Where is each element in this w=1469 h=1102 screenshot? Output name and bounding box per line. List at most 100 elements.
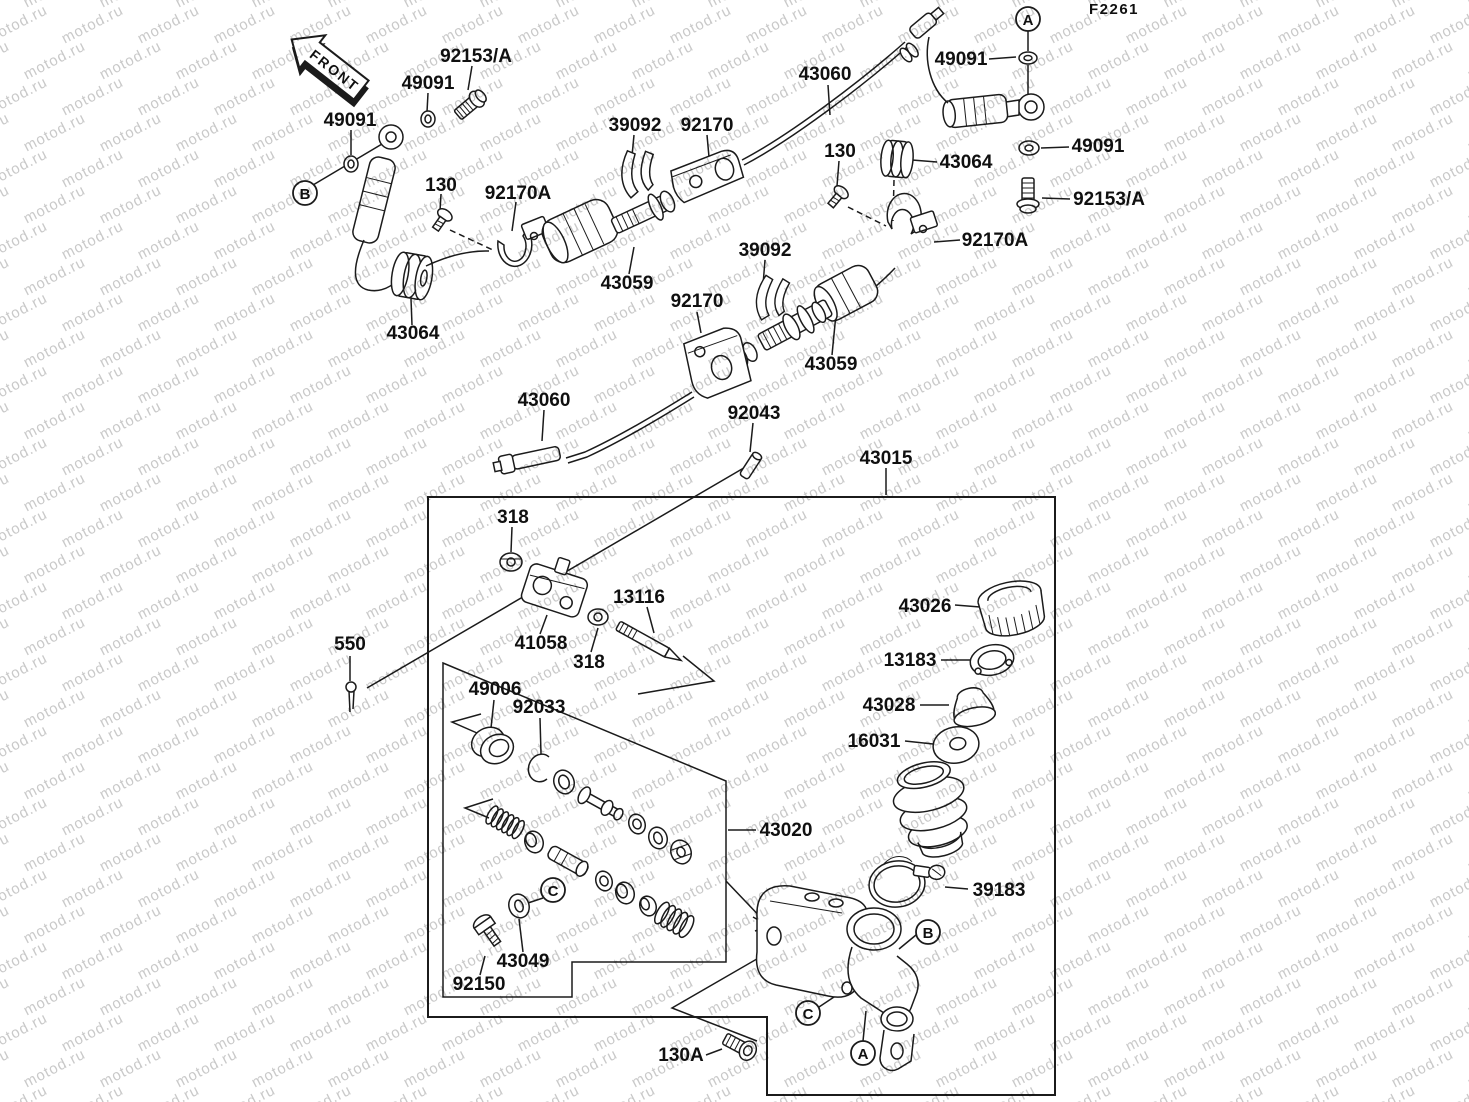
cotter-pin-550 [345, 681, 357, 713]
part-label-130-2: 130 [824, 141, 856, 162]
clamp-92170A-right [886, 192, 938, 235]
part-label-49091-3: 49091 [935, 49, 988, 70]
kit-valve-rod [577, 786, 624, 821]
part-label-43028: 43028 [863, 695, 916, 716]
nut-318-lower [587, 608, 609, 626]
part-label-43060-1: 43060 [799, 64, 852, 85]
washer-49091-upper-2 [420, 110, 436, 128]
part-label-92170A-1: 92170A [485, 183, 552, 204]
kit-washer-2 [594, 870, 614, 892]
cable-boot-upper-left [352, 156, 396, 244]
ref-circle-A-body: A [850, 1040, 876, 1066]
part-label-130A: 130A [658, 1045, 704, 1066]
bracket-92170-upper [670, 149, 745, 204]
cap-plate-13183 [969, 643, 1015, 677]
diaphragm-43028 [953, 687, 997, 728]
ref-circle-C-body: C [795, 1000, 821, 1026]
cable-pipe-end-lower [492, 445, 562, 475]
lever-clevis-group [499, 552, 684, 662]
part-label-92150: 92150 [453, 974, 506, 995]
pin-92043 [739, 451, 763, 480]
piston-repair-kit-parts [470, 726, 695, 939]
hose-clamp-39183 [868, 855, 946, 908]
master-cylinder-body [755, 885, 919, 1072]
kit-spring-1 [485, 805, 525, 840]
kit-ring-4 [638, 895, 658, 917]
snap-ring-92033 [527, 753, 550, 783]
part-label-92033: 92033 [513, 697, 566, 718]
kit-ring-1 [552, 769, 576, 795]
part-label-92170-1: 92170 [681, 115, 734, 136]
cylinder-barrel [847, 946, 919, 1019]
bushing-49006 [470, 726, 515, 765]
banjo-hole [841, 981, 853, 995]
adjuster-43059-upper [610, 190, 676, 234]
ref-letter: B [923, 925, 934, 942]
bolt-130-left [431, 208, 453, 233]
leader-lines [312, 31, 1071, 1056]
bracket-92170-lower [682, 327, 752, 399]
cable-eye-right [1017, 93, 1045, 121]
bolt-92150 [472, 914, 502, 948]
fork-39092-lower [755, 274, 791, 321]
kit-spring-2 [653, 901, 695, 939]
float-washer-16031 [932, 726, 980, 764]
kit-flange-nut [669, 839, 693, 865]
part-label-318-1: 318 [497, 507, 529, 528]
ref-letter: A [1023, 12, 1034, 29]
cable-end-cap-upper [909, 6, 945, 39]
kit-ring-3 [614, 881, 636, 905]
part-label-130-1: 130 [425, 175, 457, 196]
cable-boot-right [942, 93, 1009, 129]
part-label-550: 550 [334, 634, 366, 655]
part-label-49091-1: 49091 [402, 73, 455, 94]
part-labels: F2261 92153/A 49091 49091 130 92170A 390… [324, 1, 1146, 1066]
reservoir-parts-column [868, 580, 1046, 908]
ref-circle-A-top: A [1015, 6, 1041, 32]
push-rod-13116 [615, 621, 684, 662]
diagram-code: F2261 [1089, 1, 1139, 18]
part-label-39183: 39183 [973, 880, 1026, 901]
ref-letter: C [548, 883, 559, 900]
ref-circle-B-body: B [915, 919, 941, 945]
cable-boot-upper-mid [541, 198, 619, 264]
part-label-13183: 13183 [884, 650, 937, 671]
kit-ring-2 [647, 826, 669, 850]
bolt-130-right [826, 185, 849, 209]
part-label-92043: 92043 [728, 403, 781, 424]
kit-cup-seal [523, 830, 545, 854]
part-label-92170A-2: 92170A [962, 230, 1029, 251]
part-label-43026: 43026 [899, 596, 952, 617]
mounting-lug [879, 1029, 915, 1072]
part-label-43020: 43020 [760, 820, 813, 841]
grommet-43064-lower [390, 251, 434, 301]
screw-92153A-right [1016, 177, 1040, 214]
part-label-43049: 43049 [497, 951, 550, 972]
clutch-cable-lower-assembly [345, 264, 896, 713]
assembly-box-43015 [427, 496, 1056, 1096]
cylinder-bore-opening [880, 1006, 914, 1032]
bleed-hardware-group [472, 893, 530, 948]
nut-318-upper [499, 552, 523, 572]
part-label-49006: 49006 [469, 679, 522, 700]
part-label-318-2: 318 [573, 652, 605, 673]
part-label-92170-2: 92170 [671, 291, 724, 312]
part-label-39092-2: 39092 [739, 240, 792, 261]
ref-circle-C-kit: C [540, 877, 566, 903]
part-label-16031: 16031 [848, 731, 901, 752]
clutch-cable-upper-assembly [343, 6, 945, 301]
reservoir-cap-43026 [977, 580, 1046, 637]
ref-letter: C [803, 1006, 814, 1023]
screw-92153A-upper [453, 89, 487, 120]
kit-piston [547, 845, 589, 877]
kit-washer-1 [627, 813, 647, 835]
washer-43049 [508, 893, 530, 919]
adjuster-43059-lower [757, 299, 833, 351]
front-direction-arrow: FRONT [290, 34, 371, 108]
ref-letter: B [300, 186, 311, 203]
fork-39092-upper [621, 149, 655, 199]
washer-49091-upper-left [343, 155, 359, 173]
part-label-43015: 43015 [860, 448, 913, 469]
